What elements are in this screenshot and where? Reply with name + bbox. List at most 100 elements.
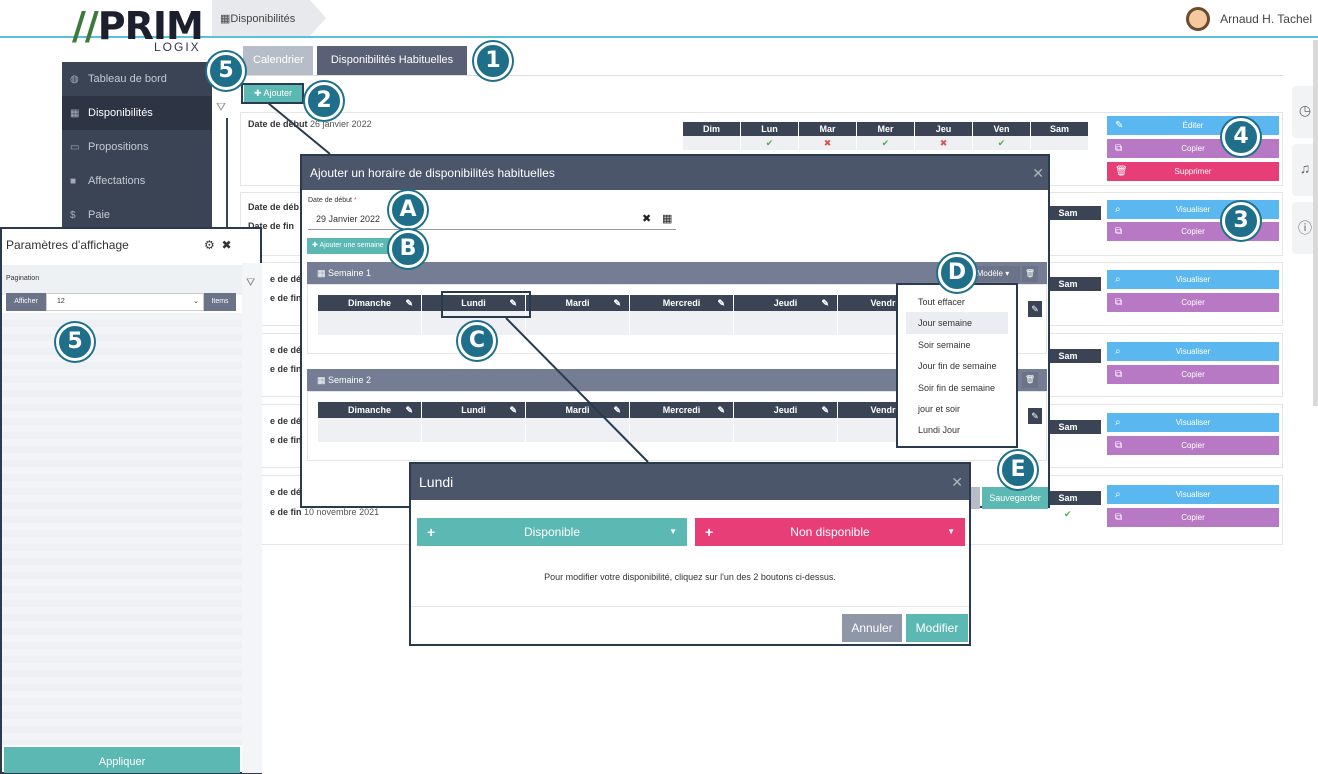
scrollbar[interactable] [1313,40,1318,406]
day-header: Dim [683,122,741,136]
callout-badge: B [389,230,427,268]
filter-icon[interactable]: ⛛ [216,100,227,114]
close-icon[interactable]: ✕ [951,474,963,490]
row-end-date: e de fin [270,293,302,303]
modify-button[interactable]: Modifier [906,614,968,642]
day-header: Sam [1035,491,1101,505]
edit-icon: ✎ [613,298,621,308]
edit-icon[interactable]: ✎ [1028,301,1042,317]
start-date-input[interactable]: 29 Janvier 2022 [308,208,676,230]
sidebar-item-availability[interactable]: ▦Disponibilités [62,96,212,130]
day-header-monday[interactable]: Lundi✎ [422,402,526,418]
logo[interactable]: //PRIM [72,4,204,48]
day-header-monday[interactable]: Lundi✎ [422,295,526,311]
search-icon: ⌕ [1115,204,1121,215]
available-button[interactable]: +Disponible▼ [417,518,687,546]
user-menu[interactable]: Arnaud H. Tachel [1186,6,1312,32]
highlight-box [241,83,304,104]
trash-icon[interactable]: 🗑 [1022,266,1038,282]
callout-badge: 1 [474,42,512,80]
card-icon: ▭ [70,141,80,153]
edit-icon[interactable]: ✎ [1028,408,1042,424]
check-icon: ✔ [973,136,1031,150]
day-cell [630,418,734,442]
sidebar-item-pay[interactable]: $Paie [70,209,111,221]
menu-item-monday-day[interactable]: Lundi Jour [918,425,961,436]
day-header-sunday[interactable]: Dimanche✎ [318,402,422,418]
trash-icon[interactable]: 🗑 [1022,372,1038,388]
briefcase-icon: ■ [70,175,77,187]
view-button[interactable]: ⌕Visualiser [1107,413,1279,432]
copy-button[interactable]: ⧉Copier [1107,436,1279,455]
clear-date-icon[interactable]: ✖ [642,213,652,225]
tab-calendar[interactable]: Calendrier [243,46,313,76]
unavailable-button[interactable]: +Non disponible▼ [695,518,965,546]
dashboard-icon: ◍ [70,73,79,85]
view-button[interactable]: ⌕Visualiser [1107,342,1279,361]
highlight-box [441,291,531,318]
day-header-thursday[interactable]: Jeudi✎ [734,402,838,418]
copy-button[interactable]: ⧉Copier [1107,293,1279,312]
logo-subtitle: LOGIX [154,40,201,54]
day-cell [734,311,838,335]
day-header: Jeu [915,122,973,136]
day-header-tuesday[interactable]: Mardi✎ [526,402,630,418]
day-header-sunday[interactable]: Dimanche✎ [318,295,422,311]
edit-icon: ✎ [821,405,829,415]
copy-button[interactable]: ⧉Copier [1107,365,1279,384]
sidebar-item-proposals[interactable]: ▭Propositions [70,141,149,153]
day-header-tuesday[interactable]: Mardi✎ [526,295,630,311]
modal-title: Lundi [411,464,969,500]
pagination-select[interactable]: 12⌄ [46,293,204,311]
plus-icon: + [705,524,714,540]
sidebar-item-dashboard[interactable]: ◍Tableau de bord [70,73,167,85]
callout-badge: 3 [1222,202,1260,240]
add-button[interactable]: ✚ Ajouter [244,84,302,103]
callout-badge: E [999,451,1037,489]
modal-title: Ajouter un horaire de disponibilités hab… [302,156,1048,190]
menu-item-day-and-evening[interactable]: jour et soir [918,403,961,414]
copy-button[interactable]: ⧉Copier [1107,508,1279,527]
filter-icon[interactable]: ⛛ [246,277,256,289]
add-week-button[interactable]: ✚ Ajouter une semaine [307,238,393,254]
view-button[interactable]: ⌕Visualiser [1107,485,1279,504]
calendar-icon: ▦ [220,13,231,25]
save-button[interactable]: Sauvegarder [982,487,1048,509]
caret-down-icon: ▼ [947,527,955,536]
row-start-date: Date de début 26 janvier 2022 [248,119,372,129]
breadcrumb[interactable]: ▦Disponibilités [212,0,326,36]
template-dropdown-button[interactable]: Modèle ▾ [966,266,1020,282]
row-start-date: e de déb [270,274,307,284]
secondary-button[interactable] [968,487,980,509]
menu-item-weekday-day[interactable]: Jour semaine [906,312,1008,334]
menu-item-clear-all[interactable]: Tout effacer [918,297,965,307]
gear-icon[interactable]: ⚙ [204,238,215,252]
day-header-wednesday[interactable]: Mercredi✎ [630,402,734,418]
trash-icon: 🗑 [1115,166,1128,177]
close-icon[interactable]: ✖ [221,238,232,252]
display-settings-panel: Paramètres d'affichage ⚙ ✖ Pagination Af… [0,227,262,774]
view-button[interactable]: ⌕Visualiser [1107,270,1279,289]
close-icon[interactable]: ✕ [1032,165,1044,181]
sidebar-item-assignments[interactable]: ■Affectations [70,175,146,187]
tab-habitual-availability[interactable]: Disponibilités Habituelles [317,46,467,76]
cancel-button[interactable]: Annuler [842,614,902,642]
delete-button[interactable]: 🗑Supprimer [1107,162,1279,181]
apply-button[interactable]: Appliquer [4,747,240,773]
day-header-wednesday[interactable]: Mercredi✎ [630,295,734,311]
plus-icon: + [427,524,436,540]
day-header-thursday[interactable]: Jeudi✎ [734,295,838,311]
menu-item-weekend-day[interactable]: Jour fin de semaine [918,361,997,372]
panel-scroll [242,263,262,773]
day-cell [422,418,526,442]
divider [411,606,969,607]
menu-item-weekend-evening[interactable]: Soir fin de semaine [918,382,996,393]
day-cell [526,418,630,442]
menu-item-weekday-evening[interactable]: Soir semaine [918,339,971,350]
edit-icon: ✎ [405,405,413,415]
callout-badge: A [389,191,427,229]
calendar-icon[interactable]: ▦ [662,213,673,225]
edit-icon: ✎ [821,298,829,308]
day-values-row: ✔ ✖ ✔ ✖ ✔ [683,136,1089,150]
